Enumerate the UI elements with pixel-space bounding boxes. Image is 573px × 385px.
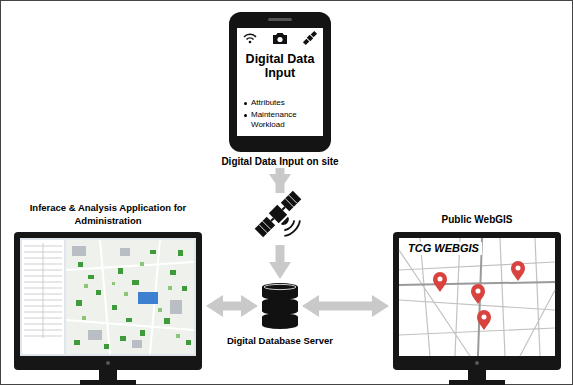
- satellite-patch: [248, 193, 312, 245]
- phone-screen: [237, 28, 323, 136]
- satellite-icon-small: [303, 31, 318, 46]
- database-top: [264, 284, 296, 289]
- screen-title: TCG WEBGIS: [405, 242, 482, 255]
- wifi-icon: [244, 34, 256, 39]
- table-rows: [24, 243, 62, 338]
- map-buildings: [72, 246, 182, 348]
- camera-icon: [277, 37, 282, 42]
- satellite-dish: [281, 217, 291, 227]
- monitor-bezel: [393, 232, 561, 370]
- wifi-icon: [249, 41, 252, 44]
- map-water: [138, 292, 158, 304]
- monitor-screen: [20, 238, 196, 356]
- screen-title: Digital Data Input: [239, 52, 321, 81]
- monitor-screen: [399, 238, 555, 356]
- device-caption: Digital Data Input on site: [218, 156, 341, 168]
- database-icon: [262, 283, 298, 329]
- power-dot: [475, 361, 479, 365]
- webgis-monitor: Public WebGISTCG WEBGIS: [393, 232, 561, 370]
- satellite-icon-small: [303, 39, 309, 45]
- bullet-item: Attributes: [243, 98, 321, 108]
- monitor-stand: [449, 370, 505, 385]
- admin-monitor: Inferace & Analysis Application for Admi…: [14, 232, 202, 370]
- map-pins: [433, 261, 525, 330]
- monitor-stand: [80, 370, 136, 385]
- signal-waves: [282, 218, 303, 239]
- pin-dots: [438, 266, 521, 320]
- flow-arrow: [223, 302, 241, 311]
- satellite-icon-small: [311, 31, 317, 37]
- phone-speaker: [268, 18, 292, 21]
- phone-device: Digital Data InputAttributesMaintenance …: [229, 12, 331, 152]
- flow-arrow: [319, 302, 372, 311]
- camera-icon: [273, 33, 287, 44]
- map-area: [66, 240, 194, 354]
- database-server: Digital Database Server: [262, 283, 298, 329]
- map-trees: [74, 250, 191, 349]
- map-roads: [66, 240, 194, 354]
- monitor-bezel: [14, 232, 202, 370]
- map-main-roads: [399, 238, 555, 356]
- monitor-caption: Inferace & Analysis Application for Admi…: [10, 202, 206, 227]
- phone-body: [229, 12, 331, 152]
- server-caption: Digital Database Server: [227, 335, 333, 346]
- bullet-item: Maintenance Workload: [243, 110, 321, 129]
- map-streets: [399, 238, 555, 356]
- power-dot: [106, 361, 110, 365]
- satellite-icon: [254, 190, 314, 250]
- arrow-head: [269, 174, 291, 190]
- map-trees: [82, 262, 180, 338]
- table-panel: [22, 240, 64, 354]
- panel-arm: [271, 207, 285, 221]
- monitor-caption: Public WebGIS: [442, 214, 513, 226]
